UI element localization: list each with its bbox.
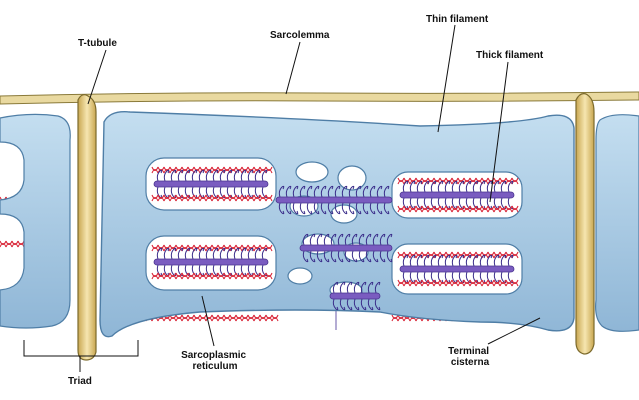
thick-filament — [399, 265, 515, 273]
terminal-label-line2: cisterna — [451, 357, 490, 368]
thick-filament — [299, 244, 393, 252]
sarcolemma-membrane — [0, 91, 639, 105]
thick-filament — [329, 292, 381, 300]
thick-filament — [399, 191, 515, 199]
leader-lines — [23, 24, 541, 372]
window-filament-layer — [151, 166, 519, 311]
reticulum-network-hole — [337, 165, 367, 191]
sarcoplasmic-label-line2: reticulum — [192, 361, 237, 372]
terminal-cisterna-leader — [487, 317, 541, 345]
sarcoplasmic-reticulum — [99, 111, 575, 338]
left-reticulum-segment — [0, 113, 71, 329]
thick-filament — [153, 180, 269, 188]
right-reticulum-segment — [595, 114, 639, 332]
reticulum-network-hole — [287, 267, 313, 285]
thick-filament — [275, 196, 393, 204]
sarcoplasmic-label-line1: Sarcoplasmic — [181, 350, 246, 361]
thin-filament-label: Thin filament — [426, 14, 489, 25]
terminal-cisterna-label: Terminal cisterna — [448, 346, 492, 368]
thin-filament — [151, 194, 273, 202]
sarcoplasmic-leader — [201, 295, 215, 347]
t-tubule-left — [77, 94, 97, 361]
thick-filament-label: Thick filament — [476, 50, 544, 61]
thin-filament — [397, 279, 519, 287]
thin-filament — [0, 240, 25, 248]
sarcoplasmic-reticulum-label: Sarcoplasmic reticulum — [181, 350, 249, 372]
thin-filament — [151, 272, 273, 280]
t-tubule-leader — [87, 49, 107, 105]
triad-label: Triad — [68, 376, 92, 387]
reticulum-network-hole — [330, 204, 358, 224]
sarcolemma-label: Sarcolemma — [270, 30, 330, 41]
reticulum-network-hole — [295, 161, 329, 183]
triad-bracket — [23, 340, 139, 372]
t-tubule-right — [575, 93, 595, 355]
thin-filament-leader — [437, 24, 456, 133]
myosin-heads — [332, 281, 381, 311]
sarcolemma-leader — [285, 41, 301, 95]
terminal-label-line1: Terminal — [448, 346, 489, 357]
t-tubule-label: T-tubule — [78, 38, 117, 49]
myosin-heads — [278, 185, 390, 215]
thin-filament — [397, 205, 519, 213]
myosin-heads — [302, 233, 393, 263]
thick-filament-leader — [489, 61, 509, 203]
reticulum-body — [99, 111, 575, 338]
thick-filament — [153, 258, 269, 266]
